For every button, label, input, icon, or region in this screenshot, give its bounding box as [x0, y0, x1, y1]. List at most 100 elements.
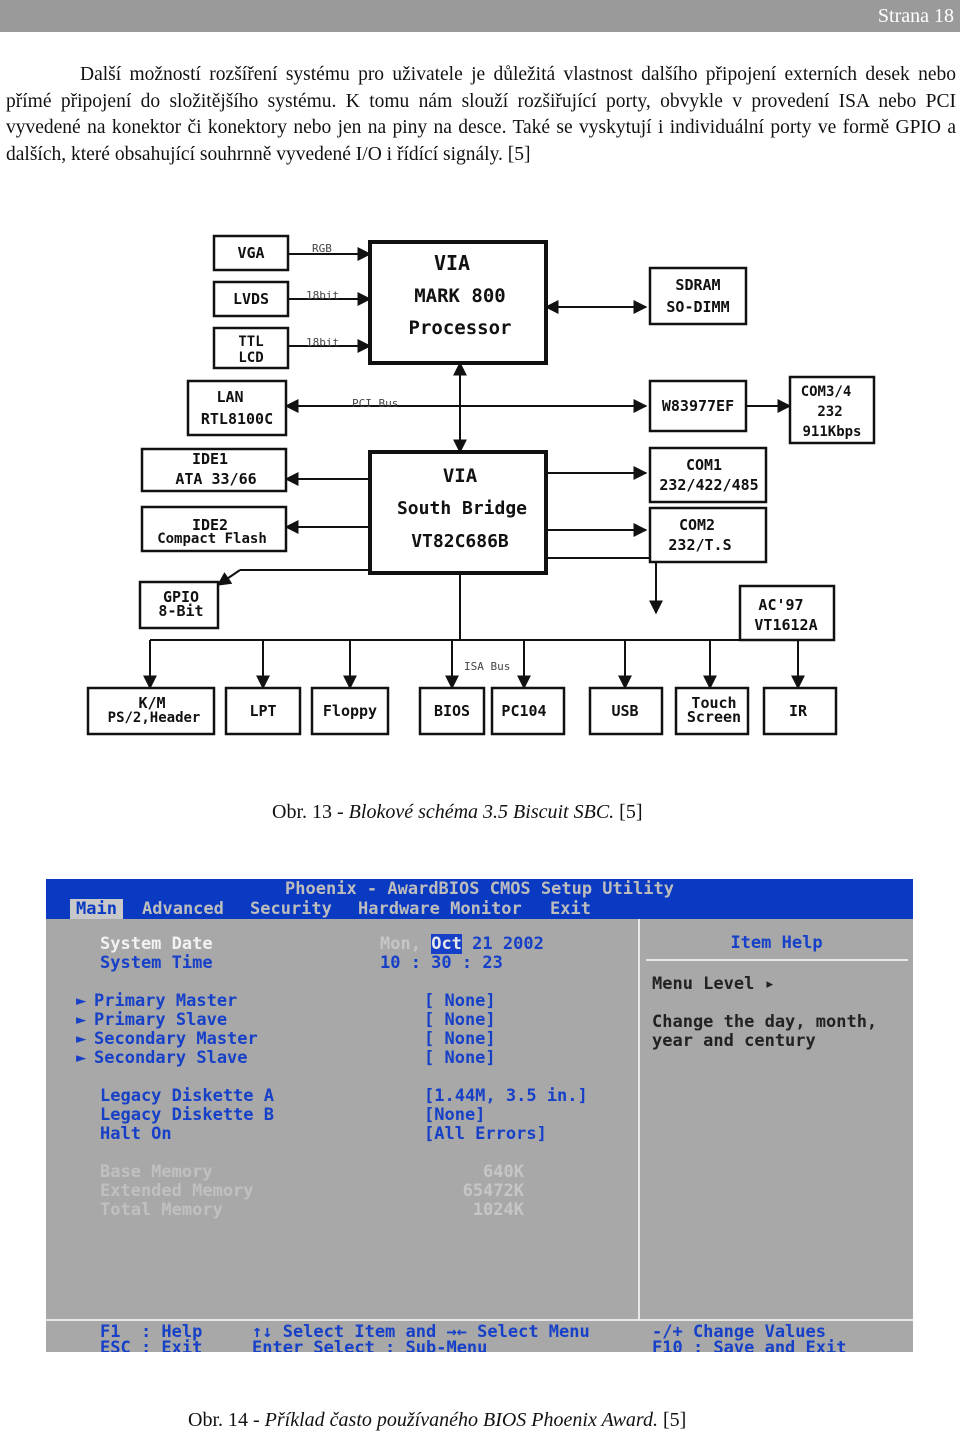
figure-13-caption-prefix: Obr. 13 - — [272, 801, 349, 823]
footer-f1-help[interactable]: F1 : Help — [100, 1322, 203, 1342]
item-help-title: Item Help — [730, 933, 823, 953]
page-number: Strana 18 — [877, 5, 954, 27]
drive-value: [ None] — [424, 1048, 496, 1068]
block-com2-line2: 232/T.S — [668, 536, 731, 554]
block-gpio-line2: 8-Bit — [158, 602, 203, 620]
figure-14-caption: Obr. 14 - Příklad často používaného BIOS… — [188, 1409, 686, 1432]
block-w83977: W83977EF — [662, 397, 734, 415]
block-lan-line1: LAN — [216, 388, 243, 406]
drive-label: Secondary Master — [94, 1029, 258, 1049]
block-touch-line2: Screen — [687, 708, 741, 726]
footer-change-values[interactable]: -/+ Change Values — [652, 1322, 826, 1342]
legacy-value[interactable]: [None] — [424, 1105, 486, 1125]
block-ide1-line1: IDE1 — [192, 450, 228, 468]
block-vga: VGA — [237, 244, 264, 262]
bios-menu-main[interactable]: Main — [70, 899, 123, 919]
block-pc104: PC104 — [501, 702, 546, 720]
submenu-arrow-icon: ► — [76, 1010, 87, 1030]
intro-paragraph: Další možností rozšíření systému pro uži… — [6, 62, 956, 168]
block-com1-line2: 232/422/485 — [659, 476, 758, 494]
memory-label: Total Memory — [100, 1200, 223, 1220]
footer-save-exit[interactable]: F10 : Save and Exit — [652, 1338, 847, 1353]
bios-main-panel: System Date System Time Mon, Oct 21 2002… — [46, 919, 640, 1319]
submenu-arrow-icon: ► — [76, 1048, 87, 1068]
block-ide2-line1: IDE2 — [192, 516, 228, 534]
block-lvds: LVDS — [233, 290, 269, 308]
bios-menu-advanced[interactable]: Advanced — [142, 899, 224, 919]
system-time-value[interactable]: 10 : 30 : 23 — [380, 953, 503, 973]
block-com34-line2: 232 — [817, 404, 842, 420]
drive-value: [ None] — [424, 1010, 496, 1030]
figure-14-caption-title: Příklad často používaného BIOS Phoenix A… — [264, 1409, 658, 1431]
memory-label: Extended Memory — [100, 1181, 254, 1201]
legacy-label[interactable]: Halt On — [100, 1124, 172, 1144]
block-ide1-line2: ATA 33/66 — [175, 470, 256, 488]
block-touch-line1: Touch — [691, 694, 736, 712]
system-date-label: System Date — [100, 934, 213, 954]
bios-menubar: Main Advanced Security Hardware Monitor … — [46, 899, 913, 919]
date-month[interactable]: Oct — [431, 934, 462, 954]
block-ac97-line2: VT1612A — [754, 616, 817, 634]
bios-menu-exit[interactable]: Exit — [550, 899, 591, 919]
drive-row[interactable]: ► Secondary Master — [76, 1030, 258, 1049]
block-lpt: LPT — [249, 702, 276, 720]
block-sdram-line1: SDRAM — [675, 276, 720, 294]
legacy-label[interactable]: Legacy Diskette A — [100, 1086, 274, 1106]
block-ir: IR — [789, 702, 808, 720]
block-sb-line2: South Bridge — [397, 498, 527, 519]
block-ttl-line1: TTL — [238, 334, 263, 350]
drive-label: Secondary Slave — [94, 1048, 248, 1068]
block-cpu-line1: VIA — [434, 251, 470, 275]
memory-value: 640K — [483, 1162, 524, 1182]
block-sb-line1: VIA — [443, 465, 478, 487]
memory-value: 65472K — [462, 1181, 524, 1201]
legacy-label[interactable]: Legacy Diskette B — [100, 1105, 274, 1125]
bus-label-pci: PCI Bus — [352, 397, 398, 410]
drive-label: Primary Master — [94, 991, 238, 1011]
drive-label: Primary Slave — [94, 1010, 228, 1030]
block-km-line1: K/M — [138, 694, 165, 712]
submenu-arrow-icon: ► — [76, 1029, 87, 1049]
drive-row[interactable]: ► Primary Slave — [76, 1011, 227, 1030]
block-com1-line1: COM1 — [686, 456, 722, 474]
footer-esc-exit[interactable]: ESC : Exit — [100, 1338, 203, 1353]
block-diagram: VGA LVDS TTL LCD VIA MARK 800 Processor … — [86, 234, 876, 736]
drive-value: [ None] — [424, 991, 496, 1011]
drive-row[interactable]: ► Secondary Slave — [76, 1049, 248, 1068]
bios-screen: Phoenix - AwardBIOS CMOS Setup Utility M… — [46, 879, 913, 1352]
block-cpu-line3: Processor — [409, 317, 512, 339]
block-bios: BIOS — [434, 702, 470, 720]
block-com34-line3: 911Kbps — [802, 424, 861, 440]
date-rest[interactable]: 21 2002 — [472, 934, 544, 954]
block-km-line2: PS/2,Header — [108, 710, 201, 726]
bios-help-panel: Item Help Menu Level ▸ Change the day, m… — [640, 919, 913, 1319]
memory-label: Base Memory — [100, 1162, 213, 1182]
menu-level-label: Menu Level — [652, 974, 755, 994]
block-ide2-line2: Compact Flash — [157, 531, 267, 547]
help-text-line1: Change the day, month, — [652, 1012, 878, 1032]
block-gpio-line1: GPIO — [163, 588, 199, 606]
memory-value: 1024K — [472, 1200, 524, 1220]
block-sdram-line2: SO-DIMM — [666, 298, 729, 316]
legacy-value[interactable]: [1.44M, 3.5 in.] — [424, 1086, 588, 1106]
bios-menu-security[interactable]: Security — [250, 899, 332, 919]
bios-title: Phoenix - AwardBIOS CMOS Setup Utility — [46, 879, 913, 899]
footer-select-item[interactable]: ↑↓ Select Item and →← Select Menu — [252, 1322, 590, 1342]
legacy-value[interactable]: [All Errors] — [424, 1124, 547, 1144]
drive-row[interactable]: ►Primary Master — [76, 992, 237, 1011]
bios-menu-hardware-monitor[interactable]: Hardware Monitor — [358, 899, 522, 919]
figure-13-caption-ref: [5] — [614, 801, 643, 823]
date-day: Mon, — [380, 934, 421, 954]
system-date-value[interactable]: Mon, Oct 21 2002 — [380, 934, 544, 954]
figure-13-caption: Obr. 13 - Blokové schéma 3.5 Biscuit SBC… — [272, 801, 643, 824]
block-cpu-line2: MARK 800 — [414, 285, 506, 307]
block-com2-line1: COM2 — [679, 516, 715, 534]
block-ac97-line1: AC'97 — [758, 596, 803, 614]
bus-label-rgb: RGB — [312, 242, 332, 255]
footer-enter-select[interactable]: Enter Select : Sub-Menu — [252, 1338, 488, 1353]
menu-level-marker-icon: ▸ — [764, 974, 775, 994]
